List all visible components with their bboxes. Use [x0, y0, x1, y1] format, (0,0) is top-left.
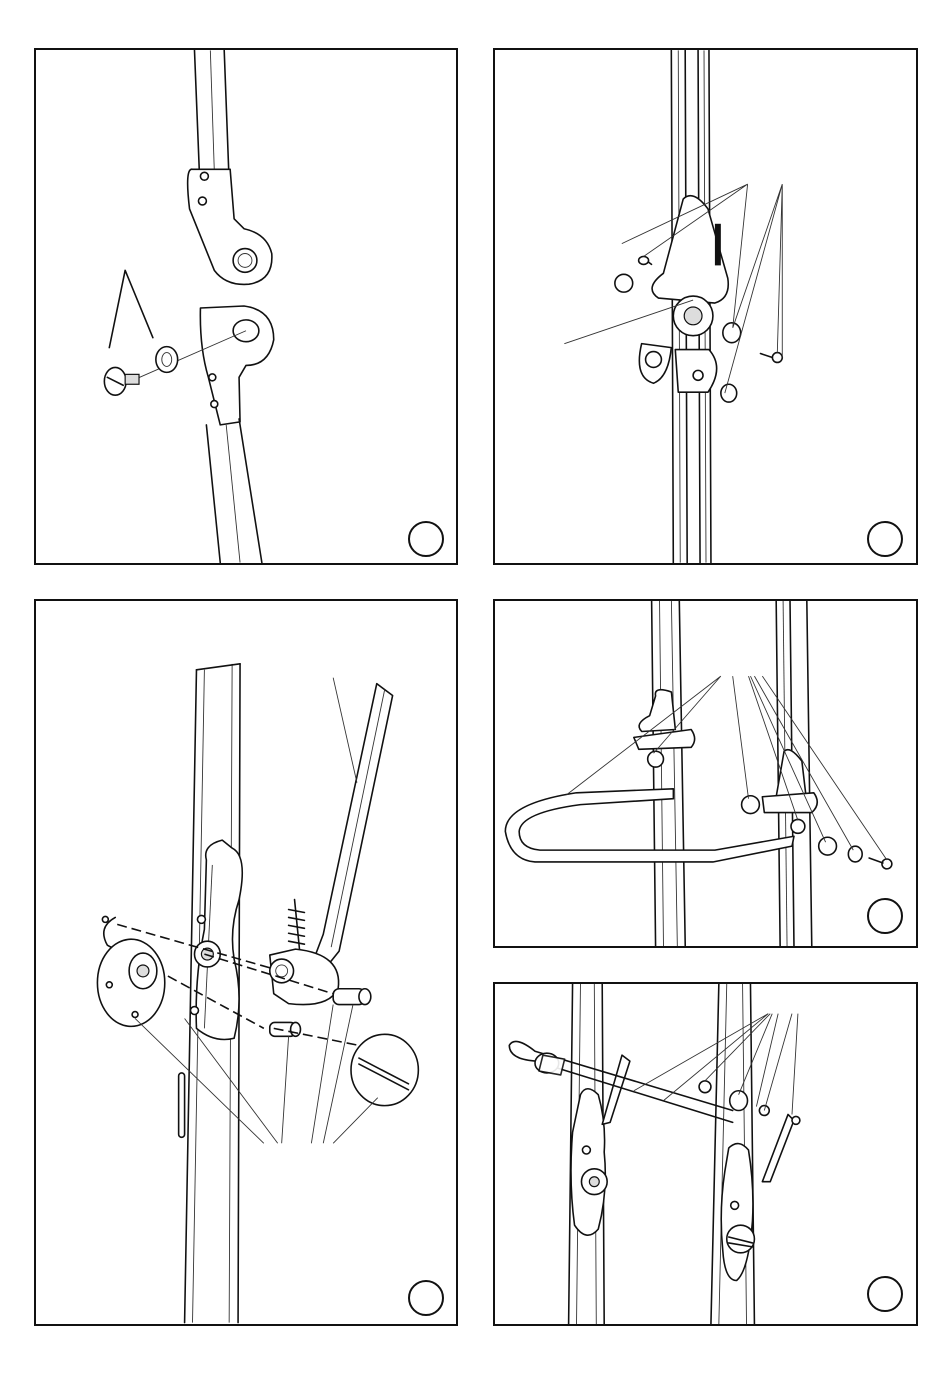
cable-rod-assembly-illustration [495, 984, 916, 1324]
assembly-step-1 [34, 48, 458, 565]
step-number-circle [867, 1276, 903, 1312]
assembly-step-5 [493, 982, 918, 1326]
step-number-circle [408, 521, 444, 557]
hinge-plate-exploded-view-illustration [36, 601, 456, 1324]
bracket-bolt-assembly-illustration [495, 50, 916, 563]
assembly-step-2 [493, 48, 918, 565]
pivot-bolt-assembly-illustration [36, 50, 456, 563]
step-number-circle [867, 898, 903, 934]
step-number-circle [867, 521, 903, 557]
loop-bracket-assembly-illustration [495, 601, 916, 946]
assembly-step-4 [493, 599, 918, 948]
assembly-step-3 [34, 599, 458, 1326]
step-number-circle [408, 1280, 444, 1316]
